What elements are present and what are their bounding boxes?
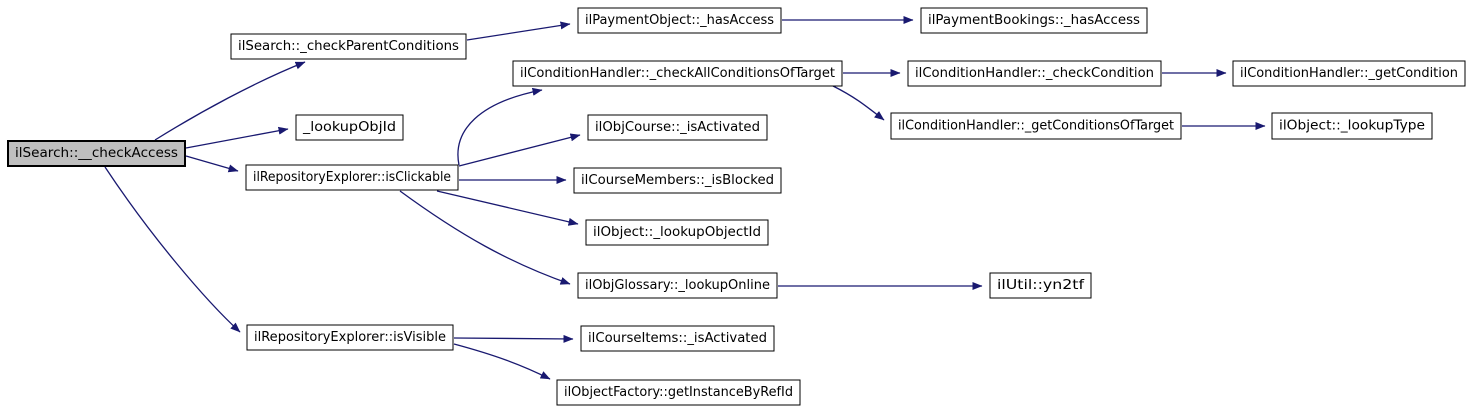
node-box[interactable] [580, 325, 775, 352]
node-ilconditionhandler-check-condition[interactable]: ilConditionHandler::_checkCondition [907, 60, 1162, 87]
node-box[interactable] [577, 7, 782, 34]
edge-ilsearch-check-parent-conditions--to--ilpaymentobject-has-access [466, 21, 571, 41]
node-ilsearch-check-parent-conditions[interactable]: ilSearch::_checkParentConditions [230, 33, 467, 60]
node-ilobjcourse-is-activated[interactable]: ilObjCourse::_isActivated [587, 114, 768, 141]
node-label: ilConditionHandler::_checkAllConditionsO… [520, 66, 835, 81]
node-box[interactable] [230, 33, 467, 60]
node-label: ilPaymentObject::_hasAccess [585, 13, 774, 28]
node-ilutil-yn2tf[interactable]: ilUtil::yn2tf [989, 272, 1092, 299]
node-box [7, 140, 186, 167]
edge-ilsearch-check-access--to--ilsearch-check-parent-conditions [154, 61, 306, 141]
node-ilobjglossary-lookup-online[interactable]: ilObjGlossary::_lookupOnline [577, 272, 778, 299]
node-label: ilObjectFactory::getInstanceByRefId [564, 385, 793, 400]
edge-ilrepositoryexplorer-is-visible--to--ilcourseitems-is-activated [453, 334, 574, 343]
node-ilconditionhandler-get-conditions-of-target[interactable]: ilConditionHandler::_getConditionsOfTarg… [890, 112, 1182, 140]
node-box[interactable] [1232, 60, 1466, 87]
node-ilsearch-check-access: ilSearch::__checkAccess [7, 140, 186, 167]
node-label: ilCourseItems::_isActivated [588, 331, 767, 346]
node-ilcourseitems-is-activated[interactable]: ilCourseItems::_isActivated [580, 325, 775, 352]
edge-ilsearch-check-access--to--lookup-obj-id [185, 126, 289, 149]
node-box[interactable] [556, 379, 801, 406]
edge-ilrepositoryexplorer-is-clickable--to--ilobjcourse-is-activated [458, 133, 581, 167]
node-label: ilConditionHandler::_checkCondition [915, 66, 1154, 81]
node-label: ilConditionHandler::_getConditionsOfTarg… [898, 119, 1174, 134]
edge-ilsearch-check-access--to--ilrepositoryexplorer-is-visible [104, 166, 241, 333]
edge-ilrepositoryexplorer-is-clickable--to--ilobject-lookup-object-id [436, 190, 579, 226]
node-label: ilConditionHandler::_getCondition [1240, 66, 1458, 81]
node-label: ilRepositoryExplorer::isVisible [254, 330, 446, 345]
node-label: ilObjGlossary::_lookupOnline [585, 278, 770, 293]
edges-layer [104, 16, 1266, 380]
node-label: ilUtil::yn2tf [997, 278, 1085, 293]
node-box[interactable] [1271, 112, 1433, 140]
node-label: ilObject::_lookupObjectId [593, 225, 761, 240]
node-box[interactable] [585, 219, 769, 246]
node-ilconditionhandler-get-condition[interactable]: ilConditionHandler::_getCondition [1232, 60, 1466, 87]
node-box[interactable] [573, 167, 782, 194]
node-box[interactable] [245, 164, 459, 191]
node-box[interactable] [246, 324, 454, 351]
node-label: ilSearch::__checkAccess [15, 146, 178, 161]
edge-ilrepositoryexplorer-is-clickable--to--ilobjglossary-lookup-online [399, 190, 571, 285]
node-ilcoursemembers-is-blocked[interactable]: ilCourseMembers::_isBlocked [573, 167, 782, 194]
node-box[interactable] [989, 272, 1092, 299]
node-box[interactable] [890, 112, 1182, 140]
node-ilconditionhandler-check-all-conditions-of-target[interactable]: ilConditionHandler::_checkAllConditionsO… [512, 60, 843, 87]
node-ilrepositoryexplorer-is-clickable[interactable]: ilRepositoryExplorer::isClickable [245, 164, 459, 191]
node-ilrepositoryexplorer-is-visible[interactable]: ilRepositoryExplorer::isVisible [246, 324, 454, 351]
edge-ilrepositoryexplorer-is-visible--to--ilobjectfactory-get-instance-by-ref-id [453, 343, 551, 380]
node-ilpaymentbookings-has-access[interactable]: ilPaymentBookings::_hasAccess [920, 7, 1148, 34]
node-ilobjectfactory-get-instance-by-ref-id[interactable]: ilObjectFactory::getInstanceByRefId [556, 379, 801, 406]
node-label: _lookupObjId [302, 120, 396, 135]
node-label: ilPaymentBookings::_hasAccess [928, 13, 1140, 28]
node-label: ilCourseMembers::_isBlocked [581, 173, 774, 188]
edge-ilsearch-check-access--to--ilrepositoryexplorer-is-clickable [185, 155, 239, 173]
node-ilobject-lookup-object-id[interactable]: ilObject::_lookupObjectId [585, 219, 769, 246]
node-ilobject-lookup-type[interactable]: ilObject::_lookupType [1271, 112, 1433, 140]
node-label: ilRepositoryExplorer::isClickable [253, 170, 451, 185]
node-lookup-obj-id[interactable]: _lookupObjId [295, 114, 404, 141]
node-box[interactable] [512, 60, 843, 87]
node-box[interactable] [920, 7, 1148, 34]
edge-ilrepositoryexplorer-is-clickable--to--ilconditionhandler-check-all-conditions-of-target [457, 87, 543, 166]
node-label: ilObject::_lookupType [1279, 119, 1425, 134]
node-label: ilSearch::_checkParentConditions [238, 39, 459, 54]
node-box[interactable] [577, 272, 778, 299]
node-label: ilObjCourse::_isActivated [595, 120, 760, 135]
node-box[interactable] [907, 60, 1162, 87]
node-box[interactable] [587, 114, 768, 141]
edge-ilconditionhandler-check-all-conditions-of-target--to--ilconditionhandler-get-conditions-of-target [832, 85, 885, 121]
node-box[interactable] [295, 114, 404, 141]
node-ilpaymentobject-has-access[interactable]: ilPaymentObject::_hasAccess [577, 7, 782, 34]
nodes-layer: ilSearch::__checkAccess ilSearch::_checkP… [7, 7, 1466, 406]
